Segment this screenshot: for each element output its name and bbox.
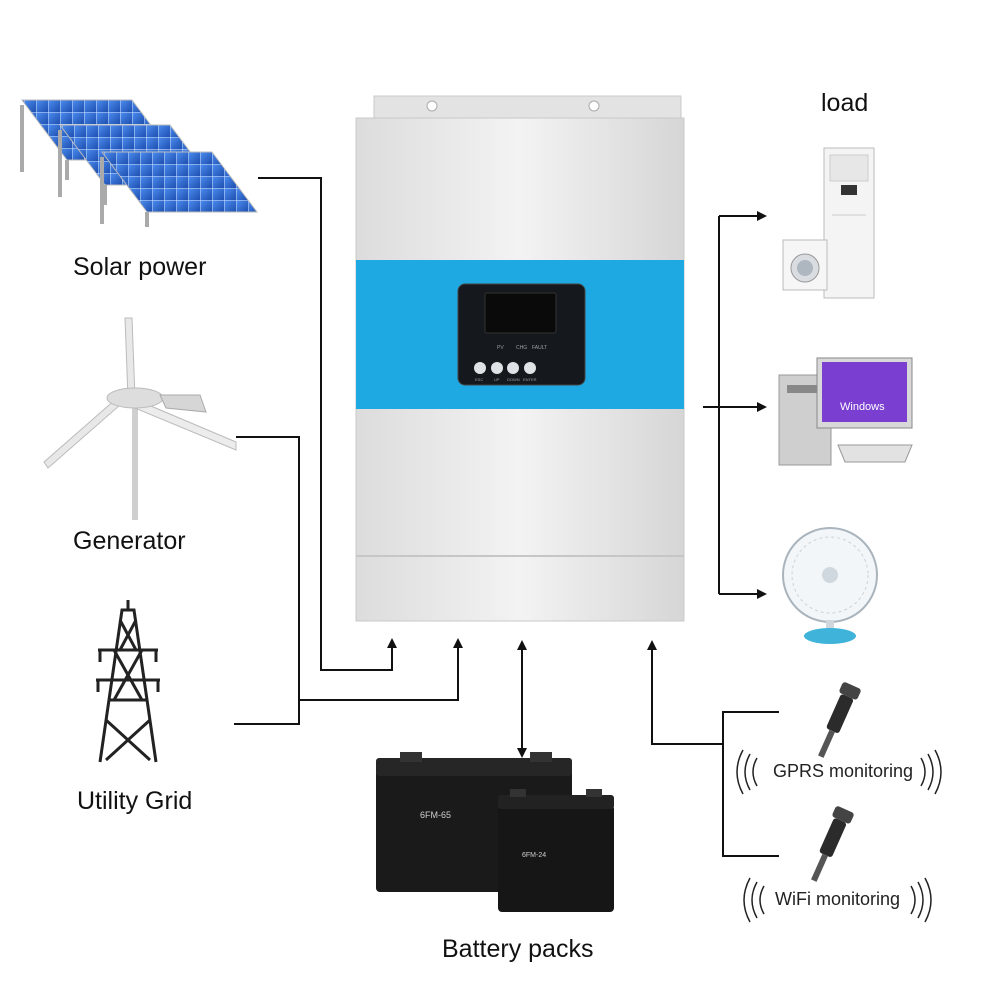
signal-wave-icon (736, 749, 942, 923)
monitoring-feed-line (647, 640, 723, 745)
generator-line (236, 436, 300, 724)
svg-text:FAULT: FAULT (532, 345, 547, 351)
monitoring-line (722, 711, 779, 857)
svg-text:ENTER: ENTER (523, 377, 537, 382)
air-conditioner-icon (823, 147, 875, 299)
solar-line (258, 177, 397, 671)
wifi-label: WiFi monitoring (775, 889, 901, 909)
battery-label: Battery packs (442, 935, 594, 963)
usb-dongle-icon (811, 682, 861, 882)
lcd-screen (484, 292, 557, 334)
connection-lines (234, 177, 779, 857)
wind-turbine-icon (43, 317, 237, 520)
grid-label: Utility Grid (77, 787, 193, 815)
svg-text:ESC: ESC (475, 377, 483, 382)
panel-buttons (474, 362, 536, 374)
svg-text:6FM-65: 6FM-65 (420, 810, 451, 820)
washing-machine-icon (782, 239, 828, 291)
gprs-label: GPRS monitoring (773, 761, 914, 781)
svg-text:CHG: CHG (516, 345, 527, 351)
svg-text:Windows: Windows (840, 401, 885, 413)
battery-icon: 6FM-65 6FM-24 (376, 752, 614, 912)
desktop-computer-icon: Windows (778, 357, 913, 466)
svg-text:UP: UP (494, 377, 500, 382)
generator-label: Generator (73, 527, 186, 555)
fan-icon (782, 527, 878, 644)
power-tower-icon (96, 600, 160, 763)
inverter-unit: PV CHG FAULT ESC UP DOWN ENTER (355, 95, 685, 622)
svg-text:PV: PV (497, 345, 504, 351)
load-label: load (821, 89, 869, 117)
solar-panel-icon (20, 99, 258, 227)
grid-line (234, 638, 463, 725)
solar-label: Solar power (73, 253, 207, 281)
svg-text:6FM-24: 6FM-24 (522, 852, 546, 859)
svg-text:DOWN: DOWN (507, 377, 520, 382)
